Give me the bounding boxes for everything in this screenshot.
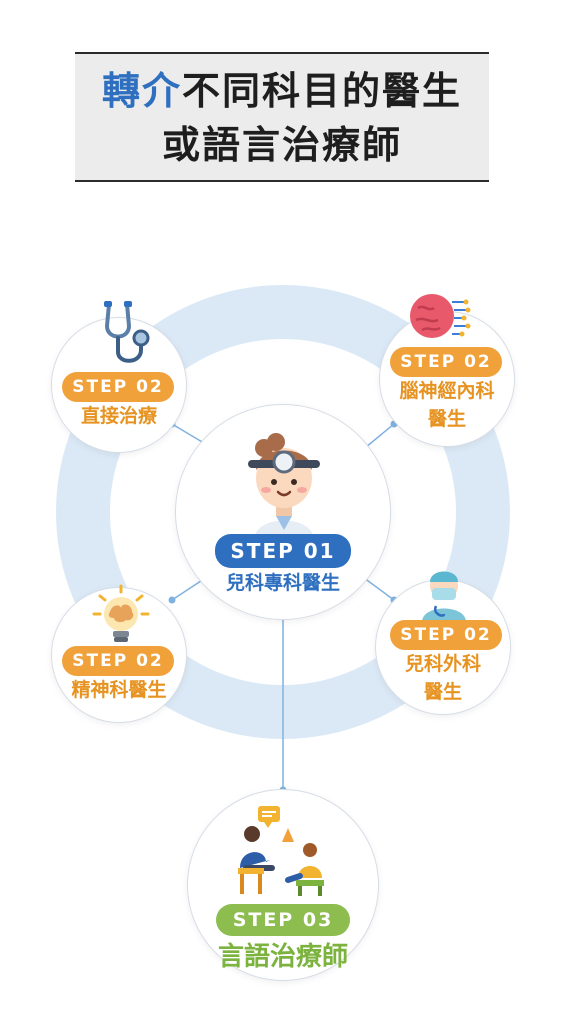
label-surgery-line-2: 醫生 (423, 681, 462, 703)
label-speech: 言語治療師 (217, 942, 348, 972)
lightbulb-brain-icon (92, 584, 150, 642)
brain-circuit-icon (410, 294, 471, 338)
label-center: 兒科專科醫生 (225, 572, 340, 594)
speech-therapy-icon (238, 806, 324, 896)
node-speech-therapist (188, 790, 378, 980)
surgeon-icon (422, 571, 466, 622)
step-pill-psych: STEP 02 (62, 646, 174, 676)
title-box: 轉介不同科目的醫生 或語言治療師 (75, 52, 489, 182)
title-highlight: 轉介 (101, 69, 182, 113)
label-neuro-line-2: 醫生 (427, 408, 466, 430)
title-line-2: 或語言治療師 (161, 123, 402, 167)
label-neuro-line-1: 腦神經內科 (399, 380, 495, 402)
title-line-1: 轉介不同科目的醫生 (75, 64, 489, 118)
dot-psych (168, 596, 176, 604)
node-neurology (380, 312, 514, 446)
step-pill-direct: STEP 02 (62, 372, 174, 402)
step-pill-surgery: STEP 02 (390, 620, 502, 650)
pediatrician-icon (248, 433, 320, 540)
step-pill-neuro: STEP 02 (390, 347, 502, 377)
step-pill-speech: STEP 03 (216, 904, 350, 936)
label-direct: 直接治療 (80, 405, 157, 427)
title-line-1-rest: 不同科目的醫生 (182, 69, 463, 113)
label-surgery-line-1: 兒科外科 (404, 653, 481, 675)
step-pill-center: STEP 01 (215, 534, 351, 568)
label-psych: 精神科醫生 (71, 679, 167, 701)
stethoscope-icon (104, 301, 150, 363)
